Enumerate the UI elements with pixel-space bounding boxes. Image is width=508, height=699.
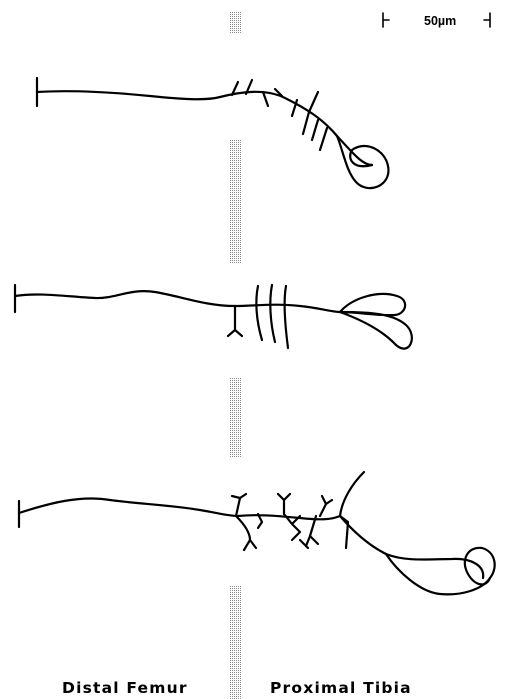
proximal-tibia-label: Proximal Tibia: [270, 679, 412, 697]
neuron-tracing-2: [15, 285, 412, 349]
scale-bar: 50µm: [383, 13, 490, 28]
joint-boundary: [229, 12, 241, 699]
neuron-tracing-1: [37, 78, 388, 188]
distal-femur-label: Distal Femur: [62, 679, 188, 697]
scale-bar-label: 50µm: [424, 14, 456, 28]
neuron-tracing-3: [19, 472, 495, 594]
